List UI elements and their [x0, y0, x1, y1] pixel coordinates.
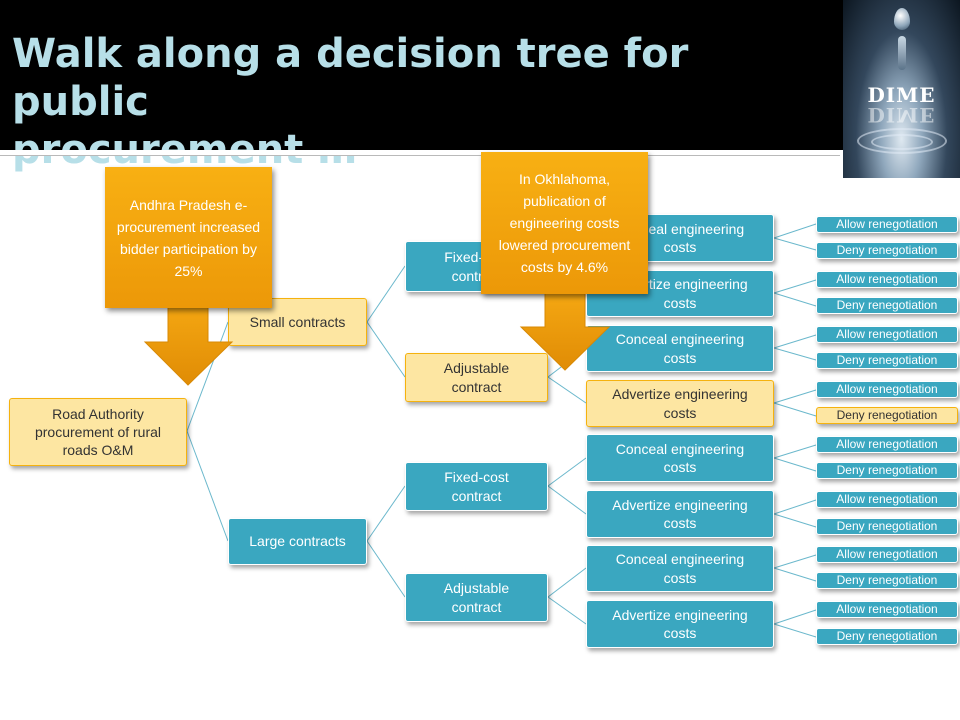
small-adjustable-node: Adjustable contract [405, 353, 548, 402]
andhra-pradesh-callout: Andhra Pradesh e-procurement increased b… [105, 167, 272, 308]
allow-renegotiation-leaf-4: Allow renegotiation [816, 381, 958, 398]
deny-renegotiation-leaf-3: Deny renegotiation [816, 352, 958, 369]
allow-renegotiation-leaf-3: Allow renegotiation [816, 326, 958, 343]
slide-title: Walk along a decision tree for public pr… [12, 30, 812, 174]
allow-renegotiation-leaf-6: Allow renegotiation [816, 491, 958, 508]
conceal-costs-node-2: Conceal engineering costs [586, 325, 774, 372]
slide-header: Walk along a decision tree for public pr… [0, 0, 960, 173]
small-contracts-node: Small contracts [228, 298, 367, 346]
allow-renegotiation-leaf-1: Allow renegotiation [816, 216, 958, 233]
allow-renegotiation-leaf-7: Allow renegotiation [816, 546, 958, 563]
conceal-costs-node-4: Conceal engineering costs [586, 545, 774, 592]
deny-renegotiation-leaf-6: Deny renegotiation [816, 518, 958, 535]
deny-renegotiation-leaf-5: Deny renegotiation [816, 462, 958, 479]
dime-logo: DIME DIME [843, 0, 960, 178]
andhra-arrow-icon [143, 297, 234, 386]
deny-renegotiation-leaf-8: Deny renegotiation [816, 628, 958, 645]
oklahoma-callout: In Okhlahoma, publication of engineering… [481, 152, 648, 294]
allow-renegotiation-leaf-5: Allow renegotiation [816, 436, 958, 453]
large-adjustable-node: Adjustable contract [405, 573, 548, 622]
advertize-costs-node-3: Advertize engineering costs [586, 490, 774, 538]
water-drop-icon [894, 8, 910, 30]
header-divider [0, 150, 840, 156]
large-fixed-cost-node: Fixed-cost contract [405, 462, 548, 511]
deny-renegotiation-leaf-7: Deny renegotiation [816, 572, 958, 589]
deny-renegotiation-leaf-1: Deny renegotiation [816, 242, 958, 259]
advertize-costs-node-4: Advertize engineering costs [586, 600, 774, 648]
large-contracts-node: Large contracts [228, 518, 367, 565]
advertize-costs-node-2: Advertize engineering costs [586, 380, 774, 427]
logo-wordmark: DIME [867, 83, 936, 107]
allow-renegotiation-leaf-8: Allow renegotiation [816, 601, 958, 618]
oklahoma-arrow-icon [519, 287, 611, 371]
conceal-costs-node-3: Conceal engineering costs [586, 434, 774, 482]
deny-renegotiation-leaf-2: Deny renegotiation [816, 297, 958, 314]
slide-title-line-1: Walk along a decision tree for public [12, 31, 689, 125]
allow-renegotiation-leaf-2: Allow renegotiation [816, 271, 958, 288]
root-node: Road Authority procurement of rural road… [9, 398, 187, 466]
deny-renegotiation-leaf-4: Deny renegotiation [816, 407, 958, 424]
